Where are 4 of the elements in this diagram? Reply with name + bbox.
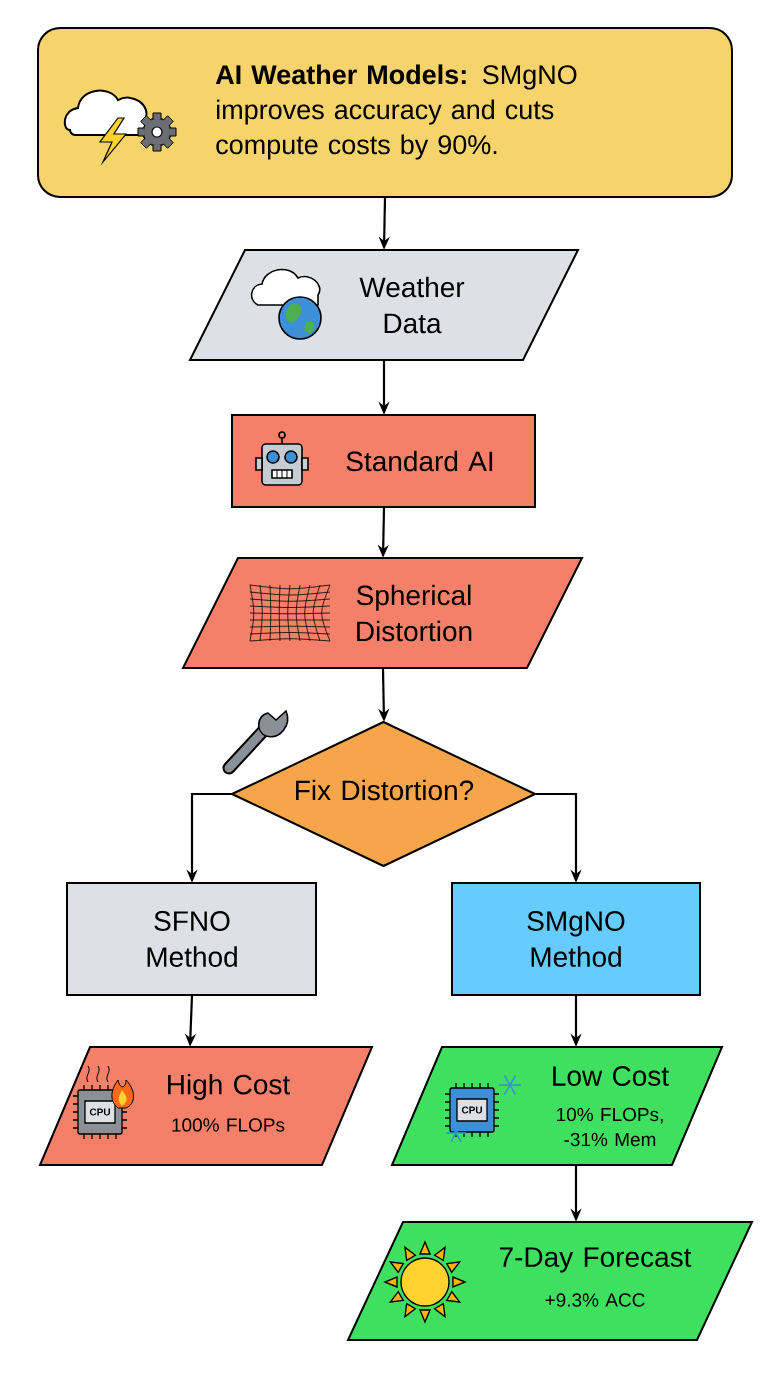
process-box: SFNO Method — [66, 882, 317, 996]
process-box: SMgNO Method — [451, 882, 701, 996]
process-box: Standard AI — [231, 414, 536, 508]
banner-box: AI Weather Models: SMgNO improves accuracy and cuts compute costs by 90%. — [37, 27, 733, 198]
